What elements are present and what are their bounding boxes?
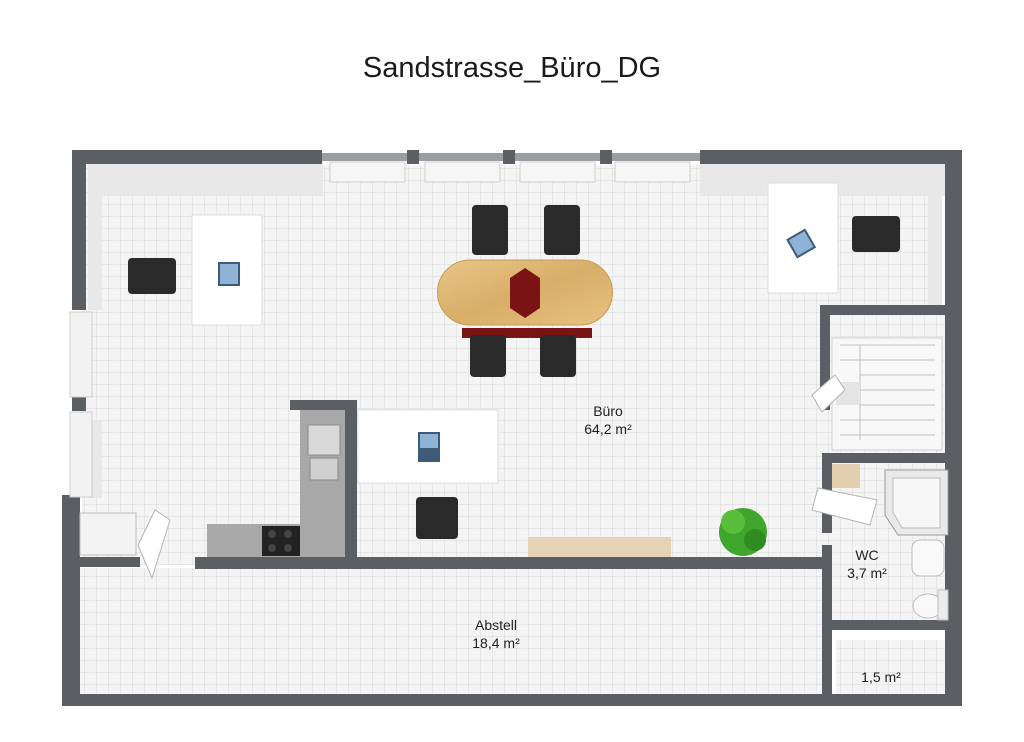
room-label-abstell: Abstell 18,4 m² — [472, 617, 520, 651]
kitchen — [207, 410, 345, 557]
conference-table — [437, 259, 613, 338]
floor-abstell — [72, 568, 830, 696]
inner-walls — [72, 305, 950, 695]
plan-title: Sandstrasse_Büro_DG — [362, 52, 662, 84]
doors — [137, 374, 878, 580]
floor-small — [836, 640, 948, 696]
laptops — [218, 228, 817, 462]
wc-fixtures — [832, 464, 949, 621]
room-label-buero: Büro 64,2 m² — [584, 403, 632, 437]
outer-walls — [62, 150, 962, 706]
staircase — [831, 337, 943, 451]
plant — [719, 508, 767, 556]
windows-top — [322, 150, 700, 183]
room-label-wc: WC 3,7 m² — [847, 547, 887, 581]
chairs — [128, 205, 900, 539]
fridge — [79, 512, 137, 556]
desks — [191, 182, 839, 484]
window-left — [69, 311, 93, 498]
room-label-small: 1,5 m² — [861, 669, 901, 685]
sideboard — [528, 537, 671, 557]
